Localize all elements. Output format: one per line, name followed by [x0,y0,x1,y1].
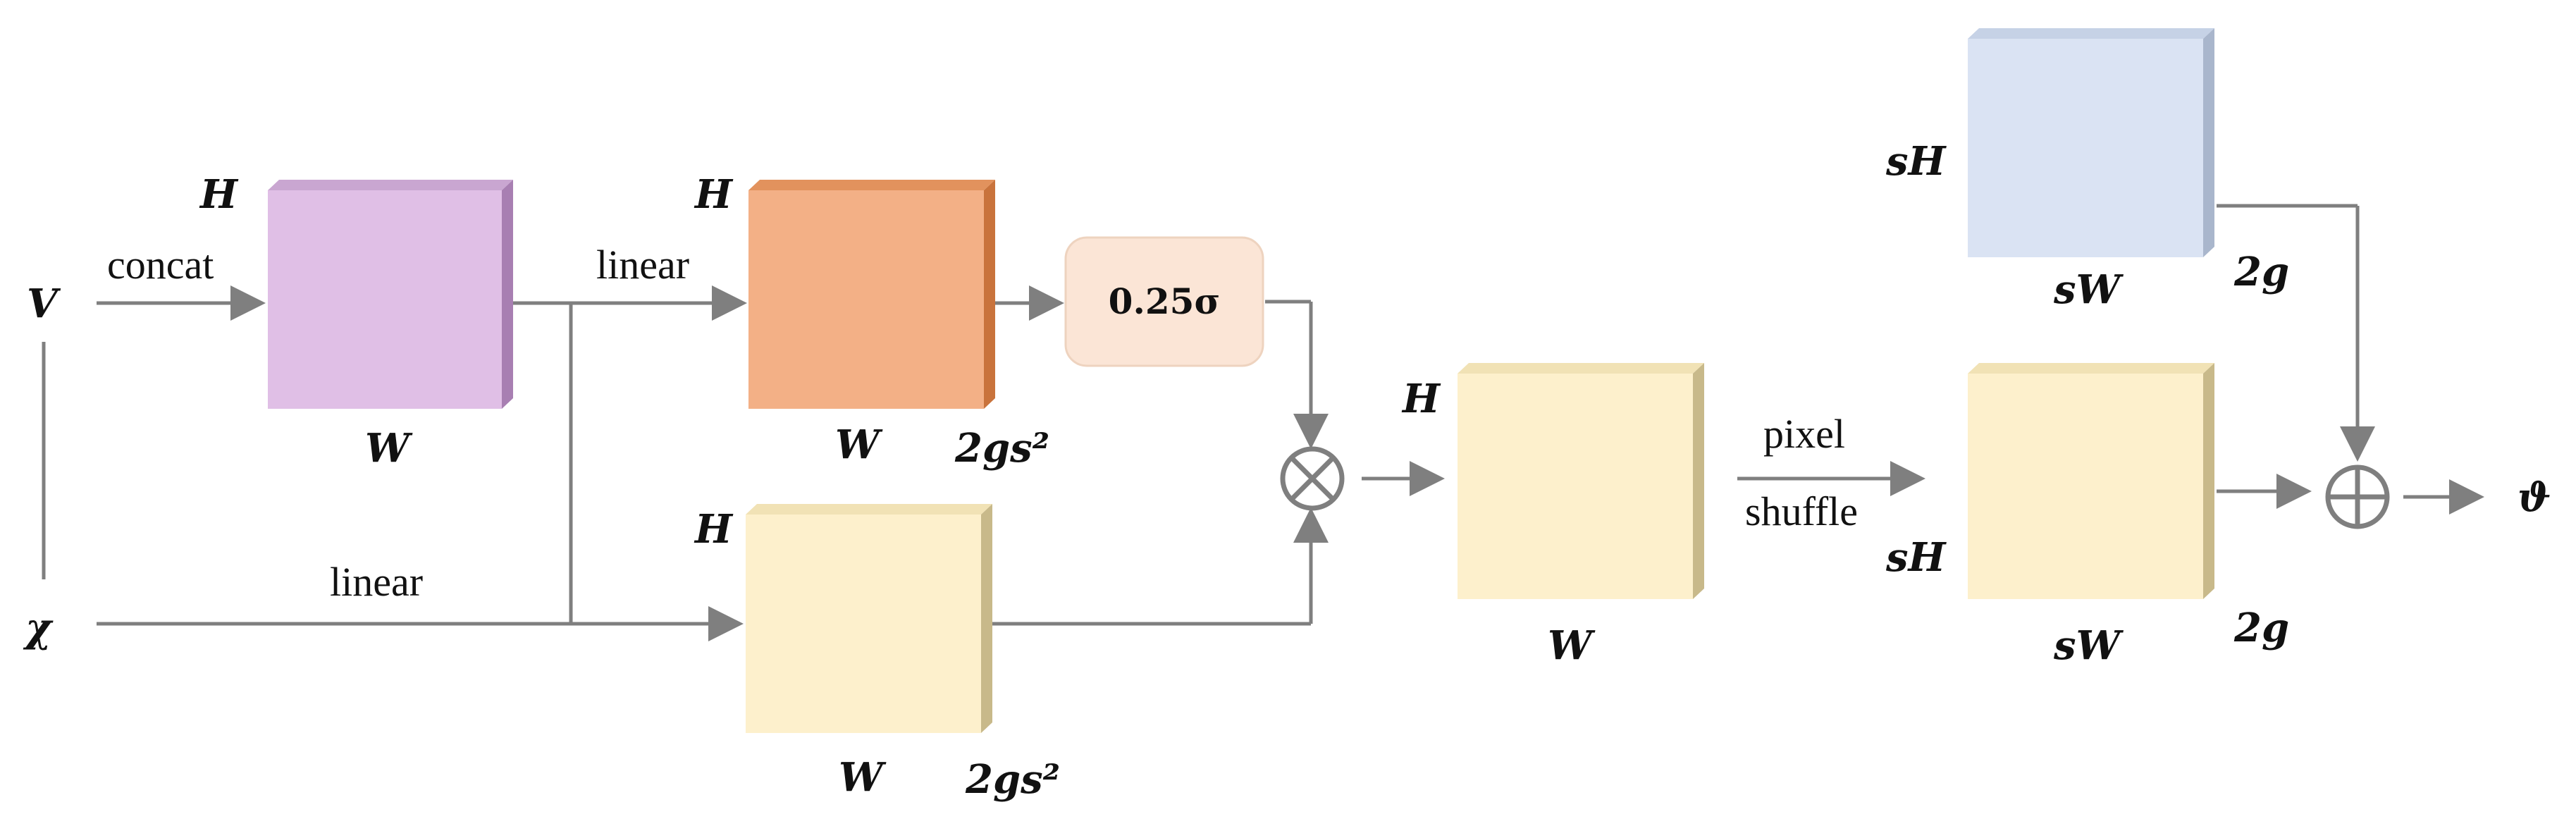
sigma-label: 0.25σ [1109,281,1221,322]
connections [42,204,2484,641]
concat-block [268,180,513,409]
linear-bottom-label: linear [330,559,423,605]
shuffle-block-height-label: sH [1885,534,1947,581]
shuffle-block-channel-label: 2g [2233,605,2289,651]
skip-block [1968,28,2214,257]
product-block [1458,363,1704,599]
linear-top-block-width-label: W [835,421,883,468]
shuffle-block-width-label: sW [2053,622,2124,669]
linear-top-label: linear [596,242,689,288]
shuffle-block [1968,363,2214,599]
product-block-height-label: H [1401,376,1441,422]
skip-block-channel-label: 2g [2233,249,2289,295]
skip-block-width-label: sW [2053,266,2124,313]
input-chi-label: χ [23,605,54,651]
concat-block-height-label: H [199,171,239,218]
linear-bottom-block-width-label: W [839,754,887,801]
sigma-box: 0.25σ [1064,236,1264,367]
linear-top-block [748,180,995,409]
product-block-width-label: W [1548,622,1596,669]
linear-bottom-block-channel-label: 2gs² [965,756,1060,803]
linear-bottom-block [746,504,992,733]
add-operator [2325,464,2390,529]
skip-block-height-label: sH [1885,138,1947,185]
linear-top-block-height-label: H [694,171,734,218]
linear-bottom-block-height-label: H [694,506,734,553]
pixel-label: pixel [1763,411,1845,457]
concat-block-width-label: W [365,425,413,472]
input-v-label: V [27,281,61,327]
multiply-operator [1280,446,1345,511]
linear-top-block-channel-label: 2gs² [954,425,1049,472]
concat-label: concat [107,242,214,288]
output-label: ϑ [2518,474,2551,521]
shuffle-label: shuffle [1745,488,1858,534]
